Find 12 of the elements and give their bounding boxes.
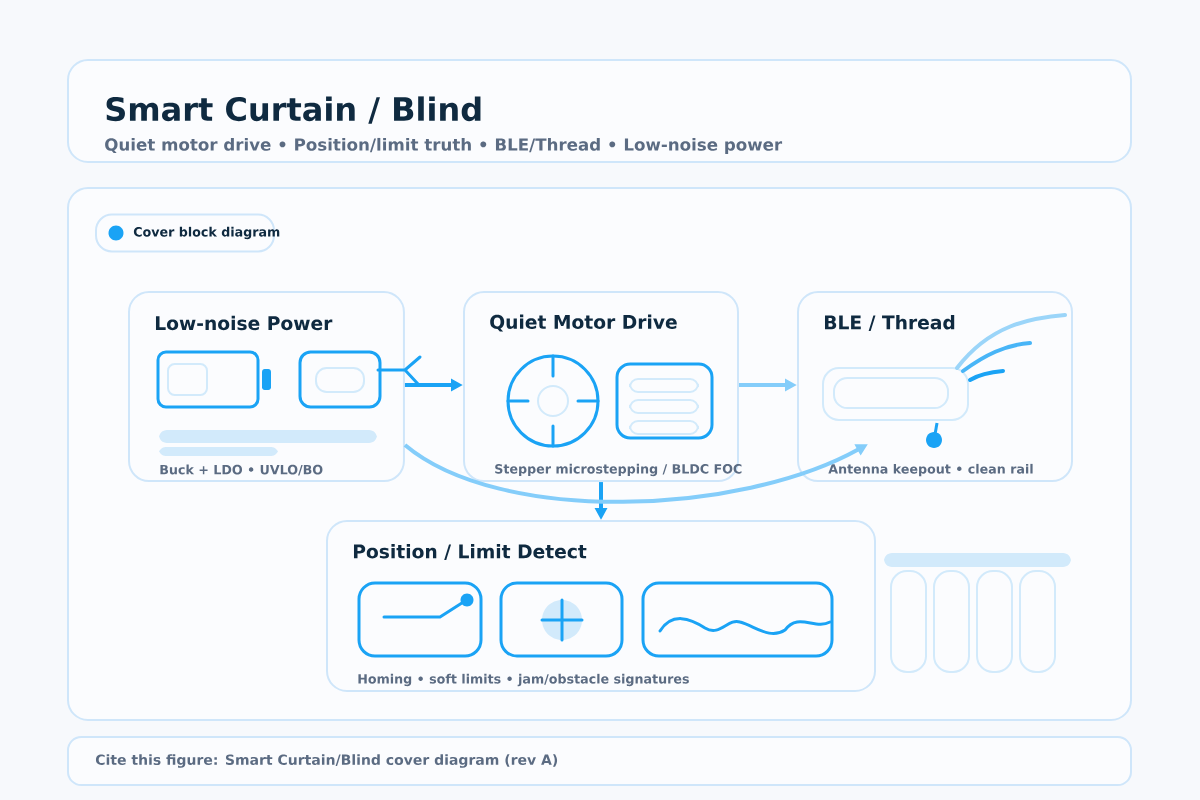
heading: Position / Limit Detect <box>354 544 587 560</box>
title: Smart Curtain / Blind <box>106 96 481 124</box>
subtitle: Quiet motor drive • Position/limit truth • BLE/Thread • Low-noise power <box>105 137 783 155</box>
heading: Quiet Motor Drive <box>490 314 677 332</box>
heading: BLE / Thread <box>825 315 955 331</box>
description-text: Antenna keepout • clean rail <box>828 463 1033 477</box>
description-text: Stepper microstepping / BLDC FOC <box>495 463 742 477</box>
description-text: Buck + LDO • UVLO/BO <box>160 464 323 476</box>
citation: Cite this figure: Smart Curtain/Blind cover diagram (rev A) <box>95 754 558 768</box>
legend-pill: Cover block diagram <box>95 213 280 253</box>
heading: Low-noise Power <box>156 315 333 331</box>
description-text: Homing • soft limits • jam/obstacle signatures <box>358 673 689 687</box>
